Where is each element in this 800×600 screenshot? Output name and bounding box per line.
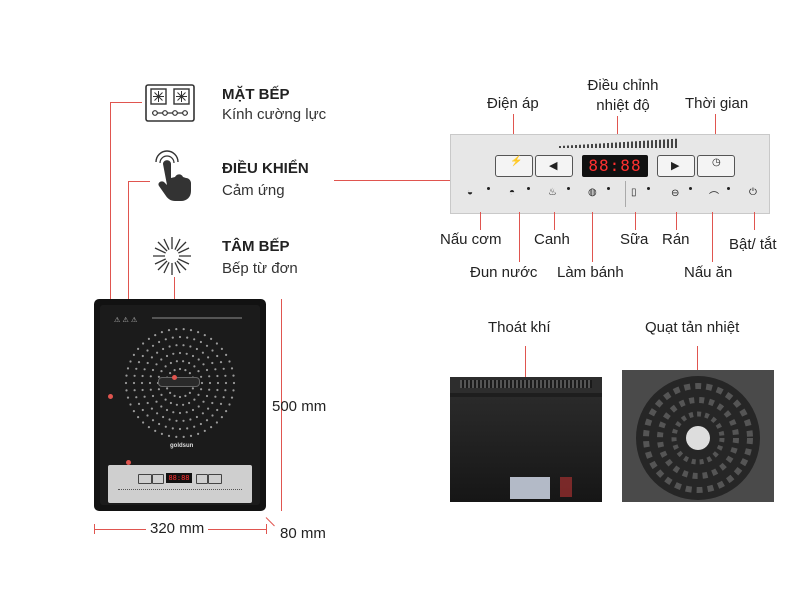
stove-glass-icon bbox=[145, 84, 195, 122]
vent-caption: Thoát khí bbox=[488, 319, 551, 336]
lightning-icon: ⚡ bbox=[510, 156, 523, 167]
leader-line bbox=[635, 212, 636, 230]
cooktop-image: ⚠ ⚠ ⚠ goldsun 88:88 bbox=[94, 299, 266, 511]
callout-timer: Thời gian bbox=[685, 95, 749, 112]
callout-fry: Rán bbox=[662, 231, 690, 248]
fan-caption: Quạt tản nhiệt bbox=[645, 319, 740, 336]
kettle-icon[interactable]: ◓ bbox=[509, 187, 516, 198]
leader-line bbox=[712, 212, 713, 262]
induction-coil-icon bbox=[152, 236, 192, 276]
dimension-line bbox=[281, 299, 282, 511]
feature-title: TÂM BẾP bbox=[222, 238, 290, 255]
control-panel: ⚡ ◀ 88:88 ▶ ◷ ◒ ◓ ♨ ◍ ▯ ⊖ ⌒ ⏻ bbox=[450, 134, 770, 214]
mini-display: 88:88 bbox=[166, 473, 192, 483]
clock-icon: ◷ bbox=[712, 157, 721, 168]
vent-slots bbox=[460, 380, 592, 388]
cake-icon[interactable]: ◍ bbox=[588, 187, 597, 198]
timer-display: 88:88 bbox=[582, 155, 648, 177]
arrow-left-icon: ◀ bbox=[549, 160, 558, 172]
callout-temperature-text: Điều chỉnh nhiệt độ bbox=[587, 77, 659, 114]
touch-hand-icon bbox=[150, 150, 192, 202]
temp-up-button[interactable]: ▶ bbox=[657, 155, 695, 177]
rice-cooker-icon[interactable]: ◒ bbox=[467, 187, 474, 198]
svg-text:⚠ ⚠ ⚠: ⚠ ⚠ ⚠ bbox=[114, 316, 138, 324]
timer-button[interactable]: ◷ bbox=[697, 155, 735, 177]
glass-surface: ⚠ ⚠ ⚠ goldsun 88:88 bbox=[100, 305, 260, 505]
callout-bake: Làm bánh bbox=[557, 264, 624, 281]
arrow-right-icon: ▶ bbox=[671, 160, 680, 172]
leader-line bbox=[676, 212, 677, 230]
leader-line bbox=[480, 212, 481, 230]
dimension-tick bbox=[94, 524, 95, 534]
mini-control-panel: 88:88 bbox=[108, 465, 252, 503]
feature-subtitle: Cảm ứng bbox=[222, 182, 285, 199]
voltage-button[interactable]: ⚡ bbox=[495, 155, 533, 177]
marker-dot bbox=[172, 375, 177, 380]
leader-line bbox=[519, 212, 520, 262]
callout-rice: Nấu cơm bbox=[440, 231, 502, 248]
dimension-tick bbox=[266, 524, 267, 534]
dimension-width: 320 mm bbox=[146, 520, 209, 537]
frying-pan-icon[interactable]: ⊖ bbox=[671, 188, 680, 199]
callout-voltage: Điện áp bbox=[487, 95, 539, 112]
dimension-line bbox=[265, 517, 275, 527]
leader-line bbox=[128, 181, 150, 182]
vent-photo bbox=[450, 377, 602, 502]
leader-line bbox=[110, 102, 142, 103]
callout-milk: Sữa bbox=[620, 231, 649, 248]
power-icon[interactable]: ⏻ bbox=[749, 187, 757, 198]
callout-cook: Nấu ăn bbox=[684, 264, 733, 281]
feature-subtitle: Bếp từ đơn bbox=[222, 260, 298, 277]
ladle-icon[interactable]: ⌒ bbox=[709, 192, 719, 203]
callout-boil: Đun nước bbox=[470, 264, 538, 281]
marker-dot bbox=[126, 460, 131, 465]
callout-power: Bật/ tắt bbox=[729, 236, 777, 253]
marker-dot bbox=[108, 394, 113, 399]
leader-line bbox=[110, 102, 111, 396]
dimension-depth: 80 mm bbox=[280, 525, 326, 542]
callout-temperature: Điều chỉnh nhiệt độ bbox=[580, 76, 666, 116]
milk-bottle-icon[interactable]: ▯ bbox=[631, 187, 637, 198]
leader-line bbox=[592, 212, 593, 262]
leader-line bbox=[334, 180, 450, 181]
feature-title: ĐIỀU KHIỂN bbox=[222, 160, 309, 177]
temp-down-button[interactable]: ◀ bbox=[535, 155, 573, 177]
fan-photo bbox=[622, 370, 774, 502]
dimension-height: 500 mm bbox=[272, 398, 327, 415]
leader-line bbox=[554, 212, 555, 230]
feature-title: MẶT BẾP bbox=[222, 86, 290, 103]
leader-line bbox=[525, 346, 526, 382]
leader-line bbox=[754, 212, 755, 230]
brand-logo: goldsun bbox=[170, 443, 194, 449]
feature-subtitle: Kính cường lực bbox=[222, 106, 327, 123]
callout-soup: Canh bbox=[534, 231, 570, 248]
soup-pot-icon[interactable]: ♨ bbox=[548, 187, 557, 198]
center-badge bbox=[158, 377, 200, 387]
